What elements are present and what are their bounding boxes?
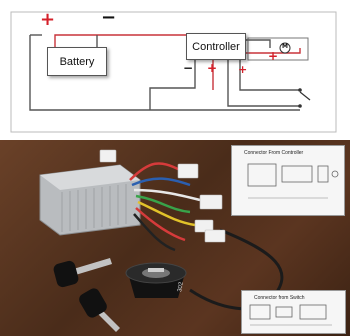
controller-label: Controller (192, 40, 240, 53)
white-connectors (99, 149, 226, 243)
switch-contact-top (298, 88, 302, 92)
switch-signal-wire (227, 58, 300, 107)
controller-positive-sign: + (207, 61, 218, 75)
inset-switch-title: Connector from Switch (254, 295, 305, 301)
switch-lead-wire (239, 58, 300, 91)
inset-connector-switch: Connector from Switch (241, 290, 346, 334)
controller-unit-icon (39, 164, 141, 236)
schematic-frame (10, 11, 337, 133)
product-photo: 302 Connector From Controller Connector … (0, 140, 350, 336)
inset-connector-controller: Connector From Controller (231, 145, 345, 216)
controller-negative-sign: − (183, 61, 194, 75)
controller-switch-positive-sign: + (238, 63, 248, 76)
photo-drawing (39, 149, 284, 332)
motor-positive-sign: + (268, 49, 279, 63)
battery-negative-wire (29, 35, 300, 111)
motor-frame (247, 37, 309, 61)
motor-wire-top (244, 39, 271, 48)
controller-negative-wire (149, 58, 196, 110)
motor-label: M (282, 43, 288, 50)
wiring-schematic: Battery Controller + − − + + + M (0, 0, 350, 140)
battery-negative-sign: − (101, 7, 117, 28)
motor-wire-bottom (244, 48, 301, 54)
battery-box: Battery (47, 47, 107, 76)
inset-switch-diagram (249, 304, 332, 326)
switch-contact-bottom (298, 104, 302, 108)
battery-positive-sign: + (40, 9, 56, 30)
motor-icon (279, 42, 291, 54)
inset-controller-diagram (247, 163, 339, 199)
ignition-switch-icon (125, 262, 187, 298)
key-icon (53, 258, 120, 332)
battery-label: Battery (59, 55, 95, 68)
controller-box: Controller (186, 33, 246, 60)
wiring-lines (10, 11, 337, 133)
switch-lever (299, 91, 311, 101)
inset-controller-title: Connector From Controller (244, 150, 304, 156)
battery-positive-wire (54, 34, 186, 48)
